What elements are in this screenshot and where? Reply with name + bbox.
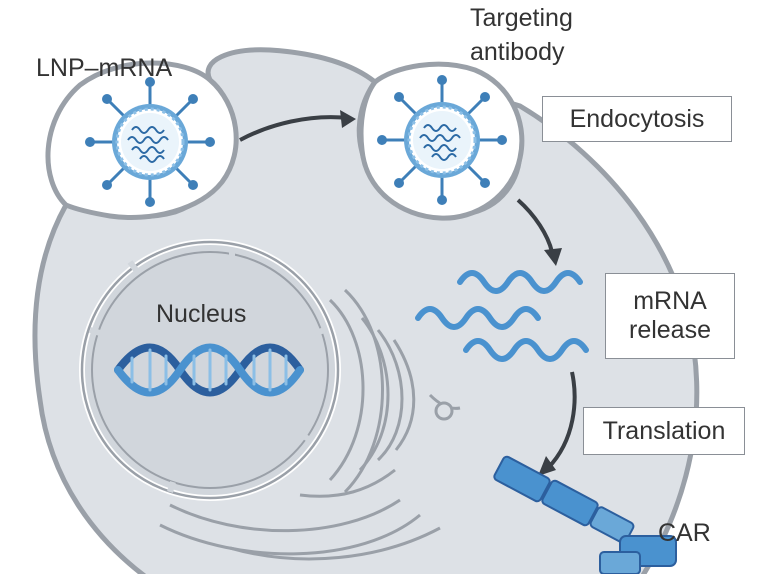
car-label: CAR: [658, 519, 711, 547]
arrow-head-icon: [340, 110, 356, 128]
nucleus-label: Nucleus: [156, 300, 247, 328]
lnp-particle-icon: [83, 75, 217, 209]
mrna-strands-icon: [415, 270, 589, 362]
lnp-mrna-label: LNP–mRNA: [36, 54, 173, 82]
mrna-release-box: mRNA release: [605, 273, 735, 359]
targeting-antibody-label-line1: Targeting: [470, 4, 573, 32]
mrna-release-line1: mRNA: [633, 287, 707, 315]
targeting-antibody-label-line2: antibody: [470, 38, 565, 66]
endoplasmic-reticulum: [159, 288, 461, 561]
mrna-release-line2: release: [629, 316, 711, 344]
car-receptor-icon: [493, 455, 677, 574]
translation-label: Translation: [583, 407, 745, 455]
lnp-particle-icon: [375, 73, 509, 207]
endocytosis-label: Endocytosis: [542, 96, 732, 142]
dna-helix-icon: [114, 343, 304, 397]
